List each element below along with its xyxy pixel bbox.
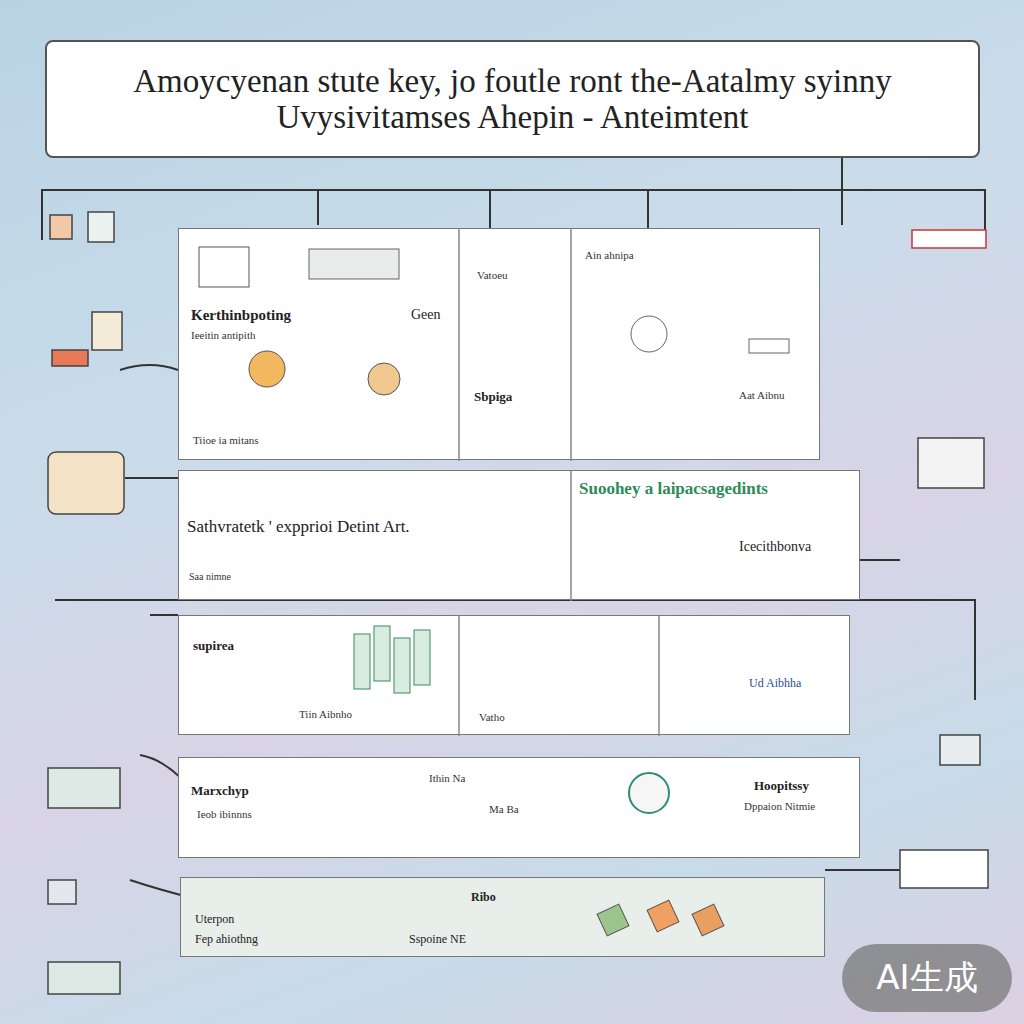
panel-text: Sspoine NE xyxy=(409,932,466,947)
panel-text: Ain ahnipa xyxy=(585,249,634,261)
panel-box: MarxchypIeob ibinnns Ithin Na Ma Ba Hoopits… xyxy=(178,757,860,858)
panel-text: Aat Aibnu xyxy=(739,389,785,401)
panel-text: Marxchyp xyxy=(191,783,249,799)
panel-text: Kerthinbpoting xyxy=(191,307,291,324)
panel-text: Sathvratetk ' expprioi Detint Art. xyxy=(187,517,410,537)
panel-text: Sbpiga xyxy=(474,389,512,405)
panel-text: Geen xyxy=(411,307,441,323)
panel-text: supirea xyxy=(193,638,234,654)
panel-text: Hoopitssy xyxy=(754,778,809,794)
panel-text: Ieob ibinnns xyxy=(197,808,252,820)
title-text: Amoycyenan stute key, jo foutle ront the… xyxy=(63,63,963,136)
panel-text: Uterpon xyxy=(195,912,234,927)
cell-dividers xyxy=(181,878,826,958)
watermark-text: AI生成 xyxy=(876,955,977,1001)
panel-text: Dppaion Nitmie xyxy=(744,800,815,812)
panel-text: Suoohey a laipacsagedints xyxy=(579,479,768,499)
panel-text: Vatoeu xyxy=(477,269,508,281)
panel-text: Ribo xyxy=(471,890,496,905)
panel-text: Tiin Aibnho xyxy=(299,708,352,720)
panel-text: Ma Ba xyxy=(489,803,519,815)
panel-text: Ud Aibhha xyxy=(749,676,801,691)
panel-text: Fep ahiothng xyxy=(195,932,258,947)
panel-box: Kerthinbpoting GeenIeeitin antipithTiioe … xyxy=(178,228,820,460)
watermark: AI生成 xyxy=(842,944,1012,1012)
panel-text: Ithin Na xyxy=(429,772,465,784)
panel-text: Icecithbonva xyxy=(739,539,811,555)
panel-text: Tiioe ia mitans xyxy=(193,434,259,446)
panel-text: Vatho xyxy=(479,711,505,723)
panel-box: Sathvratetk ' expprioi Detint Art. Suoohe… xyxy=(178,470,860,600)
title-box: Amoycyenan stute key, jo foutle ront the… xyxy=(45,40,980,158)
panel-text: Ieeitin antipith xyxy=(191,329,255,341)
panel-box: supireaTiin Aibnho Vatho Ud Aibhha xyxy=(178,615,850,735)
cell-dividers xyxy=(179,229,821,461)
panel-box: UterponFep ahiothng Sspoine NE Ribo xyxy=(180,877,825,957)
panel-text: Saa nimne xyxy=(189,571,231,582)
